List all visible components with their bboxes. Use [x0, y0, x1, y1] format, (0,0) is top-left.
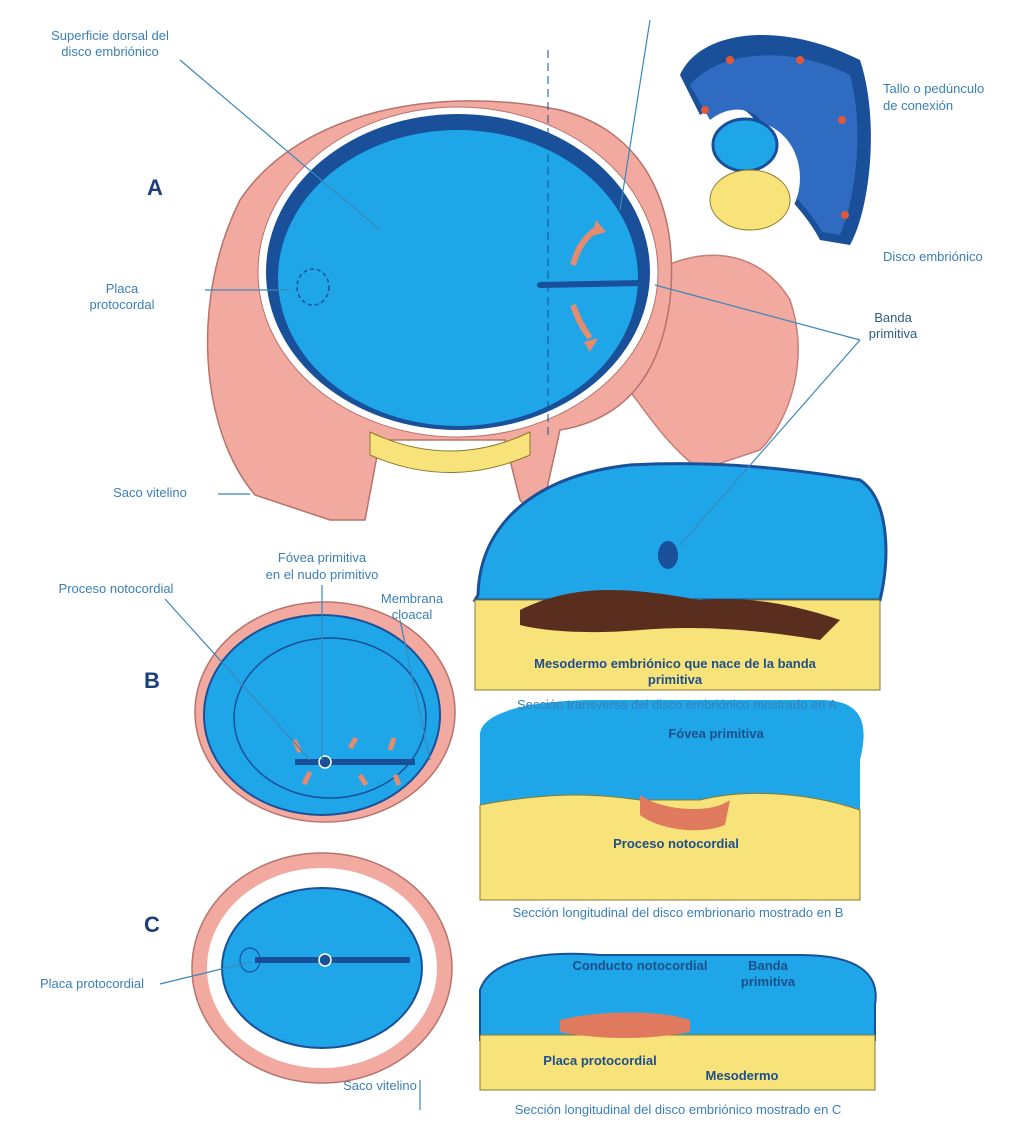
label-superficie-line2: disco embriónico [61, 44, 159, 59]
caption-section-a: Sección transversa del disco embriónico … [517, 697, 837, 712]
panel-a-figure [208, 50, 798, 520]
label-fovea-line2: en el nudo primitivo [266, 567, 379, 582]
label-banda-c-line2: primitiva [741, 974, 796, 989]
label-disco: Disco embriónico [883, 249, 983, 264]
label-proceso-notocordial-b: Proceso notocordial [613, 836, 739, 851]
label-tallo-line2: de conexión [883, 98, 953, 113]
label-placa-protocordial-c: Placa protocordial [40, 976, 144, 991]
label-banda-c-line1: Banda [748, 958, 789, 973]
label-proceso-notocordial: Proceso notocordial [59, 581, 174, 596]
inset-figure [680, 35, 871, 245]
panel-label-b: B [144, 668, 160, 693]
panel-label-c: C [144, 912, 160, 937]
section-c [480, 954, 876, 1090]
caption-section-b: Sección longitudinal del disco embrionar… [513, 905, 844, 920]
label-mesodermo-line1: Mesodermo embriónico que nace de la band… [534, 656, 817, 671]
label-membrana-line2: cloacal [392, 607, 433, 622]
label-membrana-line1: Membrana [381, 591, 444, 606]
label-banda-line2: primitiva [869, 326, 918, 341]
caption-section-c: Sección longitudinal del disco embriónic… [515, 1102, 842, 1117]
label-tallo-line1: Tallo o pedúnculo [883, 81, 984, 96]
label-saco-vitelino-a: Saco vitelino [113, 485, 187, 500]
label-conducto-notocordial: Conducto notocordial [572, 958, 707, 973]
label-mesodermo-c: Mesodermo [706, 1068, 779, 1083]
label-fovea-line1: Fóvea primitiva [278, 550, 367, 565]
label-superficie-line1: Superficie dorsal del [51, 28, 169, 43]
panel-label-a: A [147, 175, 163, 200]
panel-b-figure [195, 602, 455, 822]
label-placa-line2: protocordal [89, 297, 154, 312]
label-mesodermo-line2: primitiva [648, 672, 703, 687]
panel-c-figure [192, 853, 452, 1083]
label-saco-vitelino-c: Saco vitelino [343, 1078, 417, 1093]
label-placa-line1: Placa [106, 281, 139, 296]
label-fovea-primitiva: Fóvea primitiva [668, 726, 764, 741]
label-placa-protocordial-section: Placa protocordial [543, 1053, 656, 1068]
label-banda-line1: Banda [874, 310, 912, 325]
